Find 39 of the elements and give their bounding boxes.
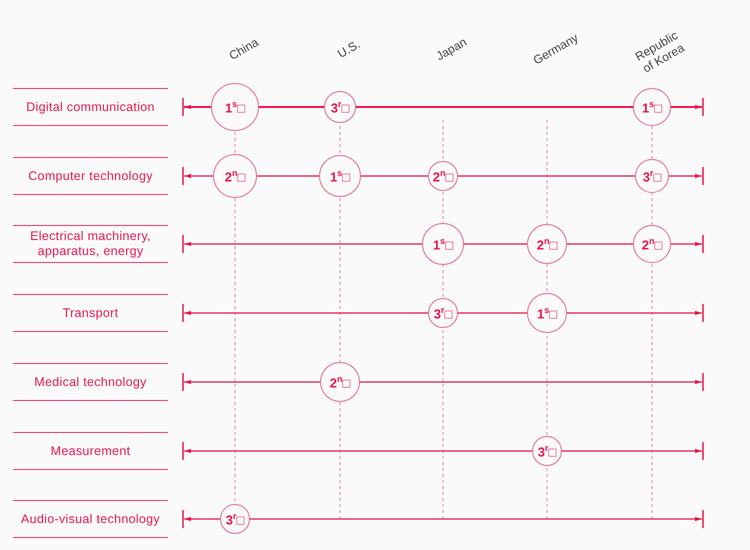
rank-circle	[532, 436, 562, 466]
rank-circle	[428, 298, 458, 328]
rank-text: 3$^{r}$□	[434, 304, 452, 322]
rank-circle	[319, 155, 361, 197]
category-label: Medical technology	[13, 363, 168, 401]
rank-text: 3$^{r}$□	[538, 442, 556, 460]
country-label: U.S.	[334, 37, 362, 61]
rank-text: 3$^{r}$□	[226, 510, 244, 528]
rank-circle	[428, 161, 458, 191]
rank-text: 2$^{n}$□	[330, 374, 350, 390]
category-label: Digital communication	[13, 88, 168, 126]
category-label: Transport	[13, 294, 168, 332]
category-label: Audio-visual technology	[13, 500, 168, 538]
rank-text: 3$^{r}$□	[330, 98, 350, 116]
category-label: Computer technology	[13, 157, 168, 195]
rank-text: 1$^{s}$□	[224, 98, 246, 116]
rank-circle	[320, 362, 360, 402]
rank-text: 1$^{s}$□	[536, 304, 558, 322]
rank-circle	[527, 293, 567, 333]
rank-text: 1$^{s}$□	[330, 168, 350, 184]
rank-text: 2$^{n}$□	[642, 236, 662, 252]
rank-circle	[220, 504, 250, 534]
rank-circle	[213, 154, 257, 198]
rank-text: 1$^{s}$□	[642, 98, 662, 116]
rank-text: 2$^{n}$□	[536, 236, 558, 252]
rank-circle	[635, 159, 669, 193]
rank-circle	[324, 91, 356, 123]
rank-text: 2$^{n}$□	[224, 168, 246, 184]
rank-circle	[422, 223, 464, 265]
rank-text: 2$^{n}$□	[432, 168, 454, 184]
category-label: Electrical machinery, apparatus, energy	[13, 225, 168, 263]
rank-circle	[211, 83, 259, 131]
rank-circle	[633, 88, 671, 126]
category-label: Measurement	[13, 432, 168, 470]
country-label: China	[226, 35, 260, 63]
rank-circle	[633, 225, 671, 263]
rank-circle	[527, 224, 567, 264]
rank-text: 3$^{r}$□	[642, 168, 662, 184]
rank-text: 1$^{s}$□	[432, 236, 454, 252]
